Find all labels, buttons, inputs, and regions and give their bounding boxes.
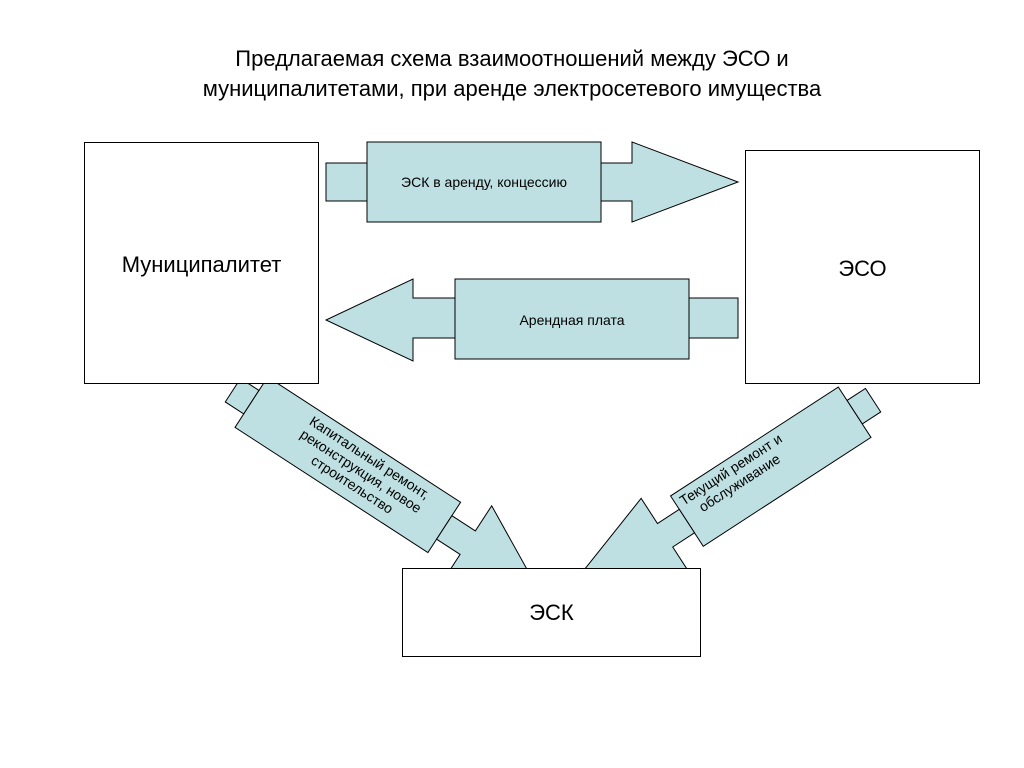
page-title: Предлагаемая схема взаимоотношений между… <box>112 44 912 104</box>
lease-arrow-label: ЭСК в аренду, концессию <box>401 174 567 190</box>
lease-arrow <box>325 141 740 223</box>
eso-box: ЭСО <box>745 150 980 384</box>
capital-arrow <box>224 376 539 589</box>
rent-arrow <box>324 278 739 362</box>
municipality-box: Муниципалитет <box>84 142 319 384</box>
eso-label: ЭСО <box>838 256 887 281</box>
esk-label: ЭСК <box>529 599 574 625</box>
title-line-2: муниципалитетами, при аренде электросете… <box>202 76 822 101</box>
title-line-1: Предлагаемая схема взаимоотношений между… <box>235 46 789 71</box>
esk-box: ЭСК <box>402 568 701 657</box>
municipality-label: Муниципалитет <box>121 252 282 277</box>
rent-arrow-label: Арендная плата <box>519 312 625 328</box>
